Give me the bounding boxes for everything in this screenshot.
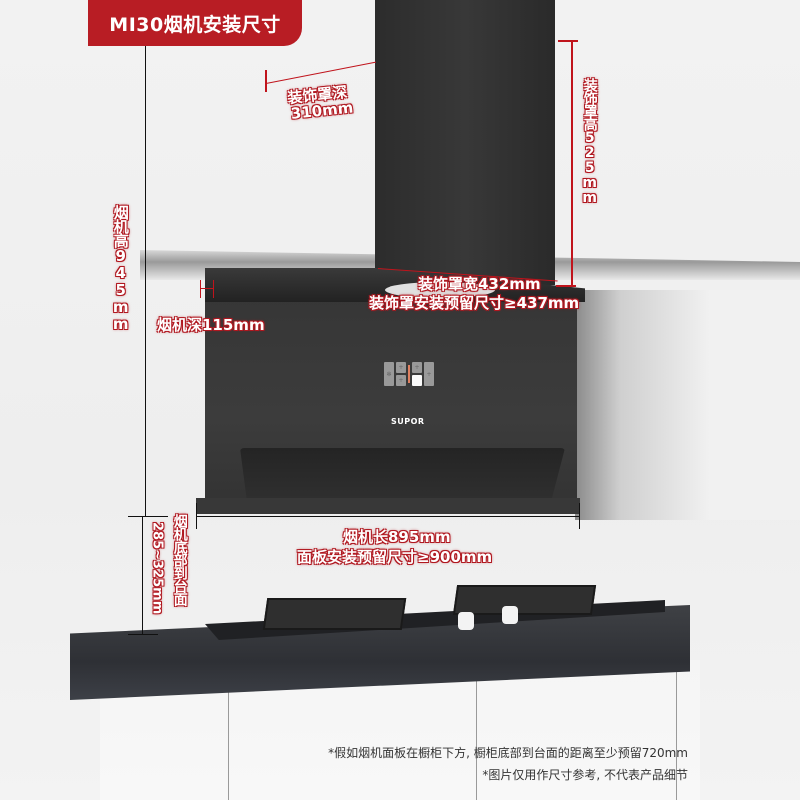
bottom-to-counter-value: 285~325mm (149, 522, 165, 615)
mode-button[interactable]: + (424, 362, 434, 386)
cover-depth-label: 装饰罩深 310mm (283, 83, 354, 123)
dimension-tick (128, 634, 158, 635)
cooktop-knob-left (458, 612, 474, 630)
dimension-tick (556, 285, 576, 287)
page-title: MI30烟机安装尺寸 (88, 0, 302, 46)
burner-grate-right (452, 585, 597, 615)
dimension-tick (558, 40, 578, 42)
speed-down-button[interactable]: + (396, 375, 406, 386)
footnotes: *假如烟机面板在橱柜下方, 橱柜底部到台面的距离至少预留720mm *图片仅用作… (328, 742, 688, 786)
cabinet-door-seam (676, 630, 677, 800)
hood-bottom-edge (196, 498, 580, 514)
dimension-tick (213, 280, 214, 298)
brand-logo: SUPOR (391, 417, 425, 426)
cabinet-door-seam (228, 660, 229, 800)
hood-height-label: 烟机高945mm (111, 205, 130, 332)
dimension-tick (128, 516, 168, 517)
cover-height-dimension-line (571, 40, 573, 286)
bottom-to-counter-dimension-line (142, 516, 143, 634)
fan-button[interactable]: ✻ (384, 362, 394, 386)
cover-height-label: 装饰罩高525mm (581, 78, 598, 205)
light-button[interactable] (412, 375, 422, 386)
burner-grate-left (262, 598, 407, 630)
cabinet-door-seam (476, 640, 477, 800)
cover-width-label: 装饰罩宽432mm (418, 275, 541, 293)
dimension-tick (579, 503, 580, 529)
panel-install-reserve-label: 面板安装预留尺寸≥900mm (297, 548, 493, 566)
side-cabinet (575, 290, 800, 520)
hood-length-dimension-line (196, 516, 580, 517)
hood-depth-label: 烟机深115mm (157, 316, 265, 334)
bottom-to-counter-label: 烟机底部到台面 (171, 514, 188, 605)
cover-install-reserve-label: 装饰罩安装预留尺寸≥437mm (369, 294, 580, 312)
hood-control-panel: ✻ + + + + (384, 361, 440, 387)
hood-air-intake (240, 448, 565, 498)
hood-depth-dimension-line (200, 288, 214, 289)
height-reference-line (145, 46, 146, 516)
dimension-tick (265, 70, 267, 92)
cooktop-knob-right (502, 606, 518, 624)
footnote-cabinet-distance: *假如烟机面板在橱柜下方, 橱柜底部到台面的距离至少预留720mm (328, 746, 688, 760)
dimension-tick (200, 280, 201, 298)
decorative-chimney-cover (375, 0, 555, 285)
power-button[interactable]: + (412, 362, 422, 373)
hood-length-label: 烟机长895mm (343, 528, 451, 546)
control-divider (408, 365, 410, 383)
footnote-image-disclaimer: *图片仅用作尺寸参考, 不代表产品细节 (482, 768, 688, 782)
speed-up-button[interactable]: + (396, 362, 406, 373)
hood-light-reflection (385, 282, 495, 298)
